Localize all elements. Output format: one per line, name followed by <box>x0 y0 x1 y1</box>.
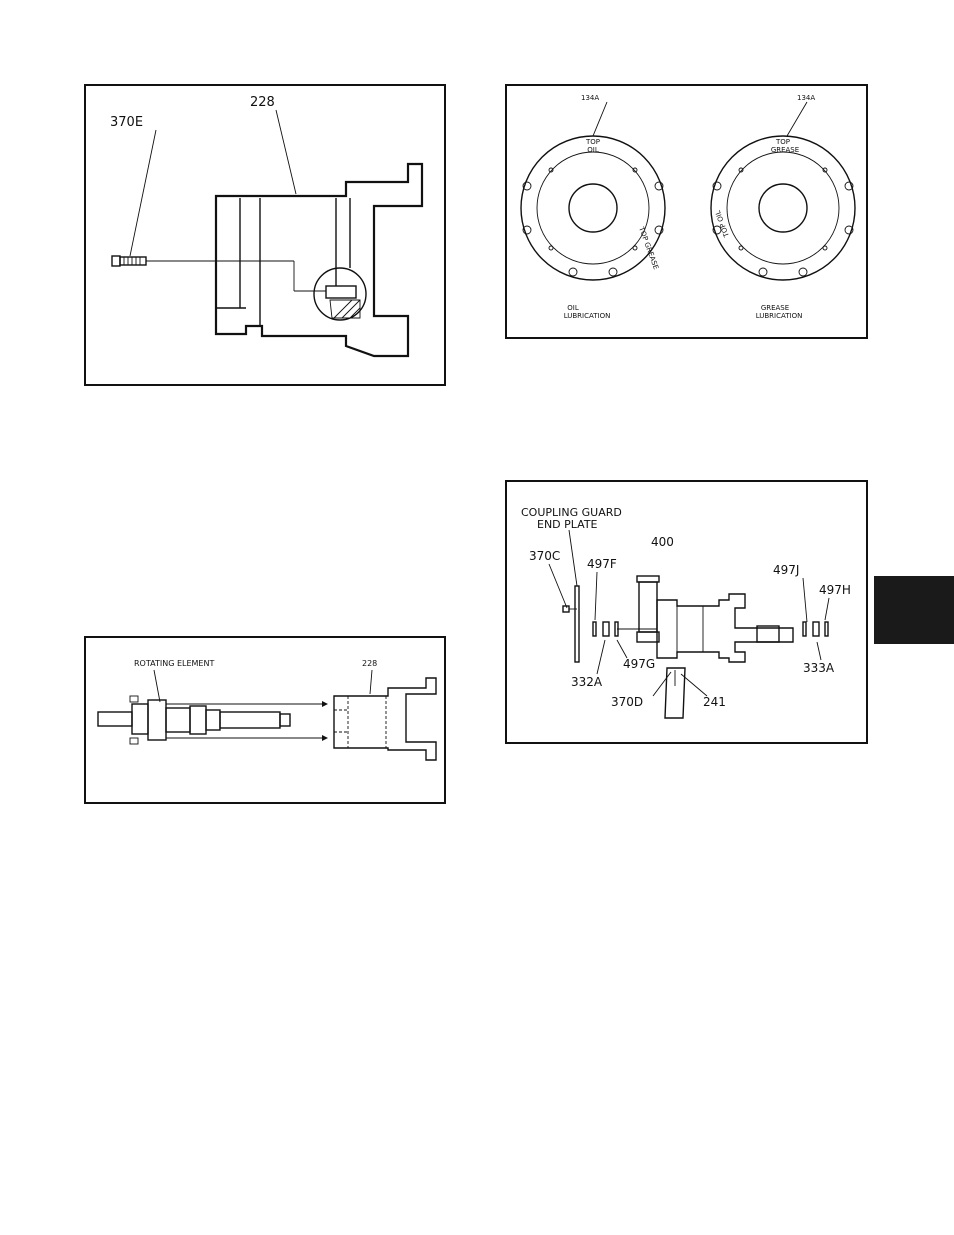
callout-134a-right: 134A <box>797 94 815 102</box>
callout-332a: 332A <box>571 675 603 689</box>
caption-grease: GREASE <box>761 304 789 312</box>
callout-333a: 333A <box>803 661 835 675</box>
callout-497h: 497H <box>819 583 851 597</box>
figure-coupling-end-exploded: COUPLING GUARD END PLATE 370C 497F 400 4… <box>505 480 868 744</box>
grease-lubrication-cover: 134A TOP GREASE TOP OIL GREASE LUBRICATI… <box>711 94 855 320</box>
label-rotating-element: ROTATING ELEMENT <box>134 659 214 668</box>
callout-134a-left: 134A <box>581 94 599 102</box>
figure-1-drawing: 370E 228 <box>86 86 448 388</box>
callout-497j: 497J <box>773 563 799 577</box>
figure-4-drawing: COUPLING GUARD END PLATE 370C 497F 400 4… <box>507 482 870 746</box>
figure-rotating-element-install: ROTATING ELEMENT 228 <box>84 636 446 804</box>
figure-2-drawing: 134A TOP OIL TOP GREASE OIL LUBRICATION … <box>507 86 870 341</box>
figure-end-covers-lubrication: 134A TOP OIL TOP GREASE OIL LUBRICATION … <box>505 84 868 339</box>
callout-370e: 370E <box>110 115 143 130</box>
caption-oil: OIL <box>567 304 579 312</box>
top-label: TOP <box>775 138 790 146</box>
figure-bearing-housing-screw: 370E 228 <box>84 84 446 386</box>
callout-228: 228 <box>250 95 275 110</box>
callout-400: 400 <box>651 535 674 549</box>
caption-lubrication: LUBRICATION <box>756 312 803 320</box>
side-label: TOP GREASE <box>637 225 660 271</box>
callout-370d: 370D <box>611 695 643 709</box>
callout-497f: 497F <box>587 557 617 571</box>
top-label: TOP <box>585 138 600 146</box>
callout-241: 241 <box>703 695 726 709</box>
callout-497g: 497G <box>623 657 655 671</box>
oil-lubrication-cover: 134A TOP OIL TOP GREASE OIL LUBRICATION <box>521 94 665 320</box>
oil-label: OIL <box>587 146 599 154</box>
callout-370c: 370C <box>529 549 560 563</box>
figure-3-drawing: ROTATING ELEMENT 228 <box>86 638 448 806</box>
title-end-plate: END PLATE <box>537 518 598 531</box>
section-tab-marker <box>874 576 954 644</box>
grease-label: GREASE <box>771 146 799 154</box>
callout-228: 228 <box>362 659 377 668</box>
caption-lubrication: LUBRICATION <box>564 312 611 320</box>
